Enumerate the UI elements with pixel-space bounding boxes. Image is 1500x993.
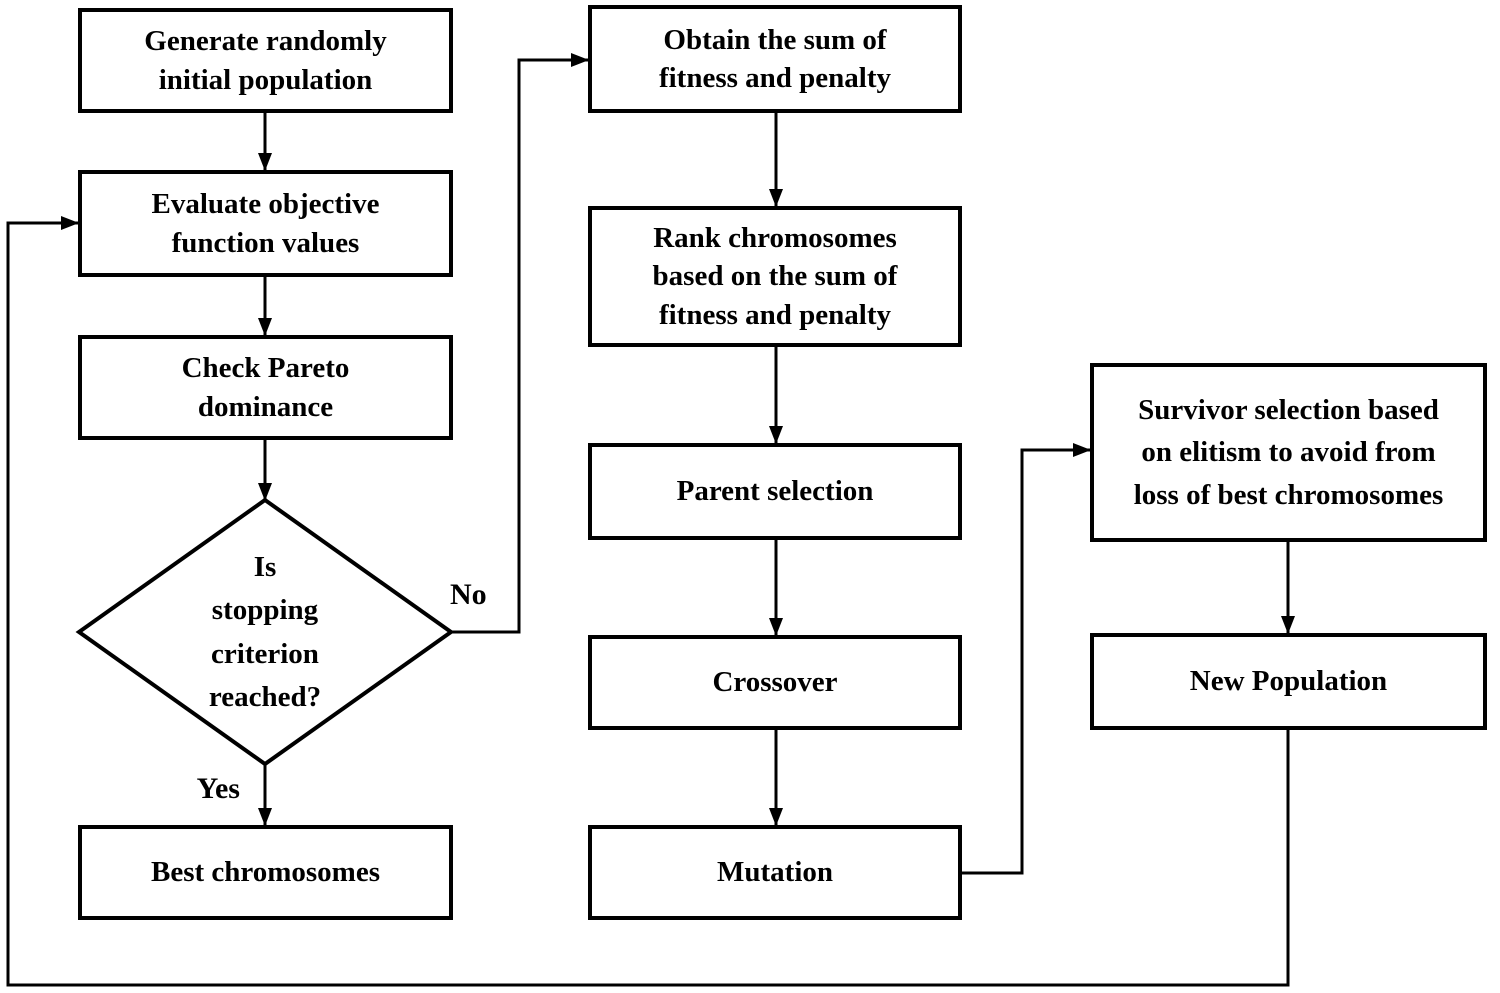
edge-mutation-to-survivor <box>962 443 1091 875</box>
node-stopping-criterion-decision: Is stopping criterion reached? <box>208 550 322 714</box>
node-new-population: New Population <box>1090 633 1487 730</box>
node-obtain-sum-fitness-penalty: Obtain the sum of fitness and penalty <box>588 5 962 113</box>
node-best-chromosomes: Best chromosomes <box>78 825 453 920</box>
node-generate-initial-population: Generate randomly initial population <box>78 8 453 113</box>
edge-label-yes: Yes <box>196 772 240 805</box>
decision-diamond-shape <box>75 497 455 767</box>
node-mutation: Mutation <box>588 825 962 920</box>
node-survivor-selection: Survivor selection based on elitism to a… <box>1090 363 1487 542</box>
edge-decision-no-to-obtain <box>451 53 589 634</box>
edge-label-no: No <box>450 578 487 611</box>
edge-new-population-to-evaluate-feedback <box>6 216 1290 987</box>
node-rank-chromosomes: Rank chromosomes based on the sum of fit… <box>588 206 962 347</box>
node-crossover: Crossover <box>588 635 962 730</box>
node-check-pareto-dominance: Check Pareto dominance <box>78 335 453 440</box>
node-evaluate-objective-function: Evaluate objective function values <box>78 170 453 277</box>
node-parent-selection: Parent selection <box>588 443 962 540</box>
